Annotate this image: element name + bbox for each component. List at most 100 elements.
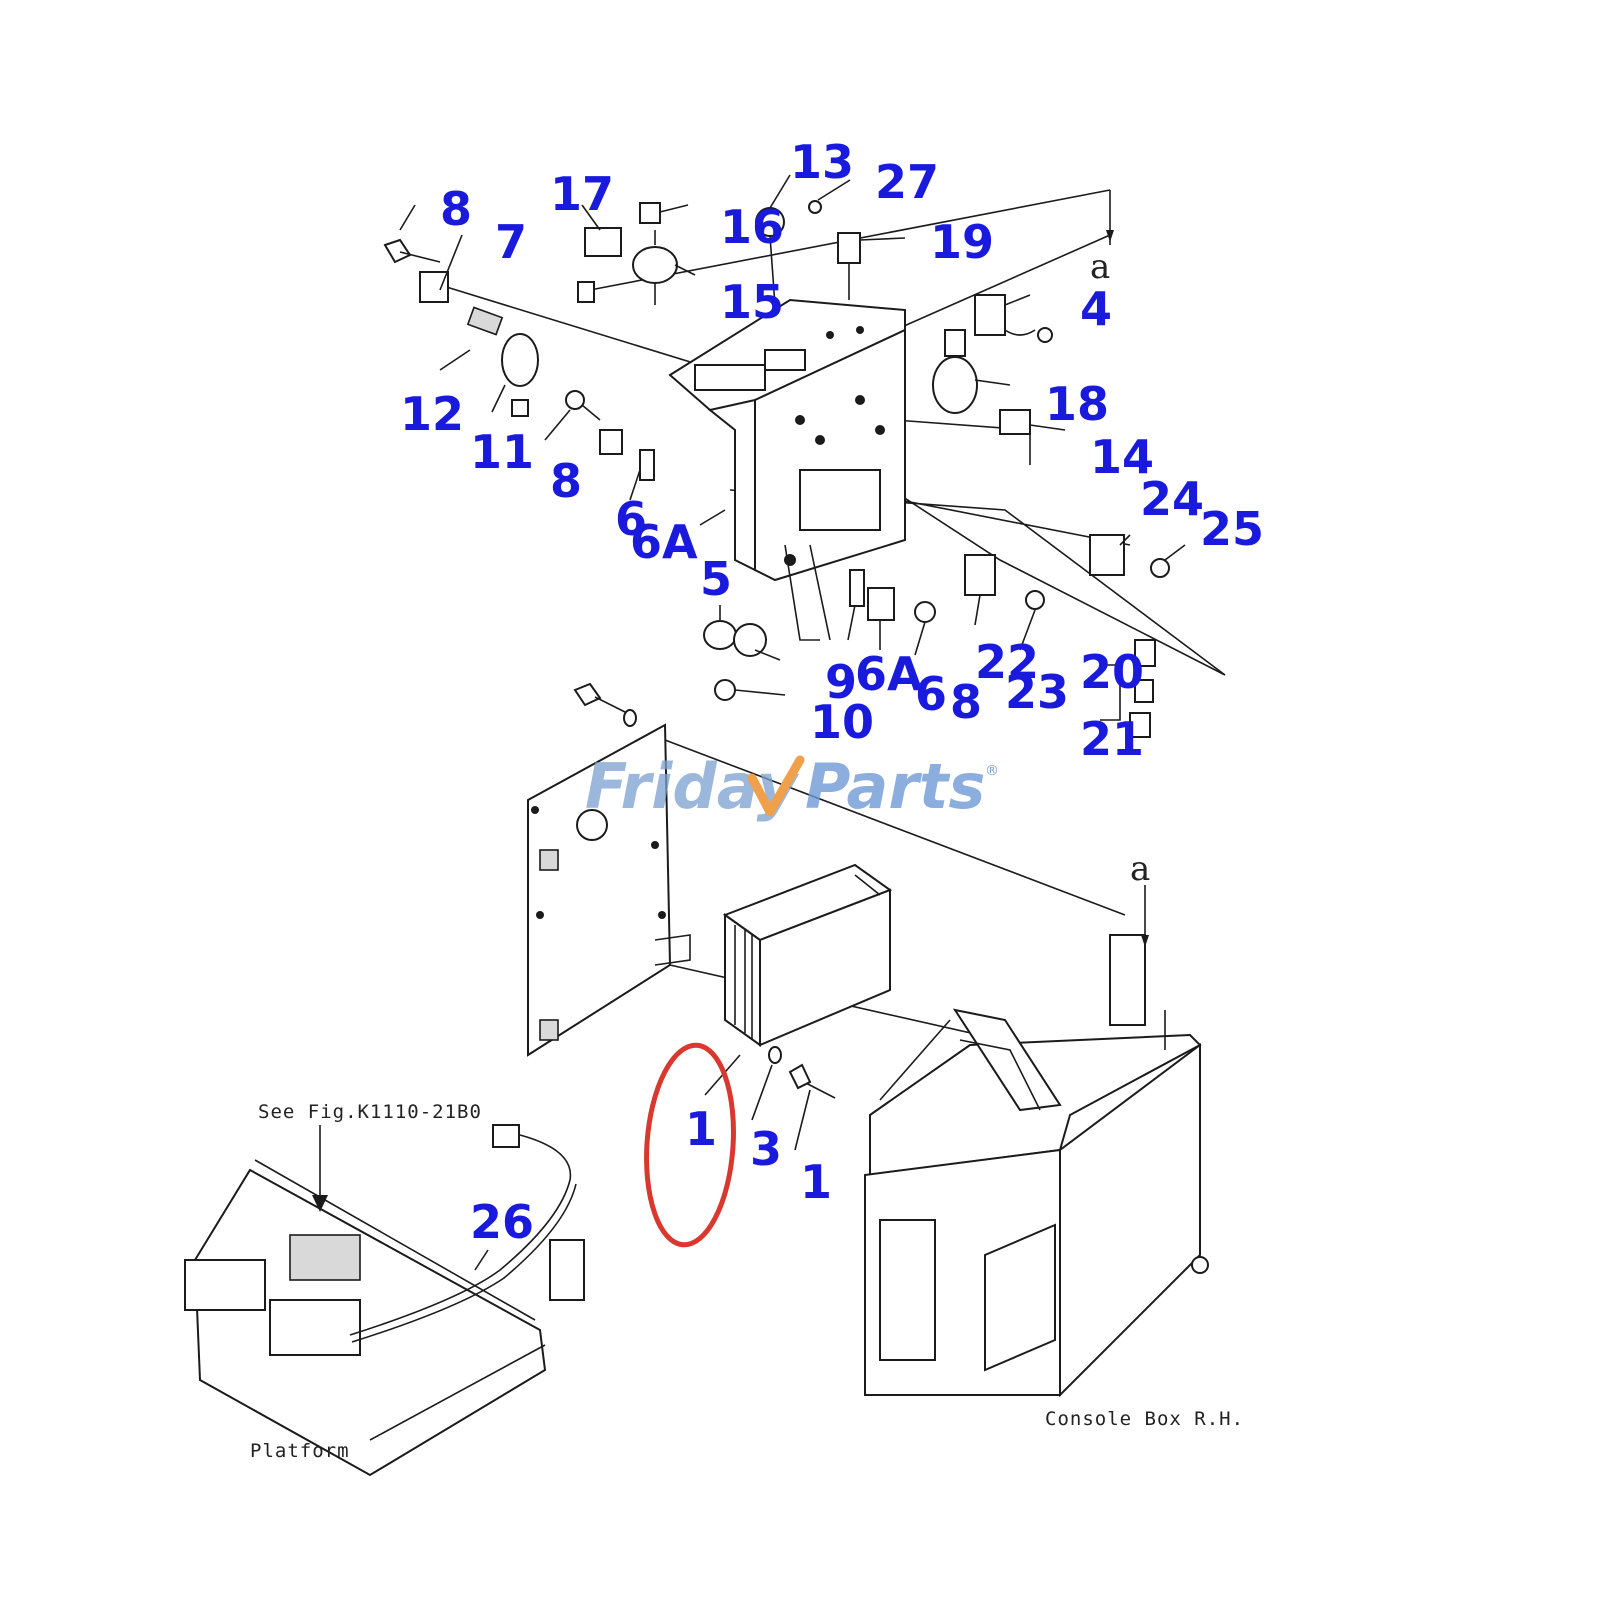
cover-panel-clip — [654, 934, 691, 966]
bracket-window — [799, 469, 881, 531]
note-console-box: Console Box R.H. — [1045, 1408, 1244, 1430]
relay-14 — [999, 409, 1031, 435]
callout-21: 21 — [1080, 712, 1144, 766]
callout-16: 16 — [720, 200, 784, 254]
note-platform: Platform — [250, 1440, 350, 1462]
callout-18: 18 — [1045, 377, 1109, 431]
callout-6: 6 — [615, 492, 647, 546]
callout-8-low: 8 — [950, 675, 982, 729]
connector-block-1 — [184, 1259, 266, 1311]
watermark-text-friday: Friday — [585, 750, 800, 823]
diode-9 — [703, 605, 767, 657]
callout-22: 22 — [975, 635, 1039, 689]
cover-panel-dot-1 — [531, 806, 539, 814]
callout-24: 24 — [1140, 472, 1204, 526]
cover-panel-dot-2 — [536, 911, 544, 919]
callout-8: 8 — [440, 182, 472, 236]
callout-6A-low: 6A — [855, 647, 923, 701]
screw-25 — [1150, 558, 1170, 578]
arrow-ref-a-bottom — [1141, 935, 1149, 947]
callout-25: 25 — [1200, 502, 1264, 556]
callout-6-low: 6 — [915, 667, 947, 721]
callout-9: 9 — [825, 655, 857, 709]
controller-unit — [722, 863, 893, 1047]
clip-6A — [639, 449, 655, 481]
leader-3 — [751, 1064, 773, 1121]
cover-panel-dot-4 — [658, 911, 666, 919]
bracket-hole-6 — [826, 331, 834, 339]
platform-surface — [193, 1168, 547, 1477]
harness-26-inner — [351, 1183, 577, 1343]
bolt-panel-top — [573, 682, 637, 727]
bracket-hole-1 — [795, 415, 805, 425]
console-box-opening-2 — [984, 1223, 1056, 1372]
bracket-hole-2 — [855, 395, 865, 405]
upper-assembly — [383, 174, 1226, 738]
connector-17 — [577, 281, 595, 303]
harness-26 — [349, 1134, 572, 1336]
reference-mark-a-top: a — [1090, 247, 1110, 287]
relay-22 — [964, 554, 996, 596]
mounting-bracket-side — [707, 398, 756, 572]
leader-26 — [474, 1249, 489, 1271]
buzzer-15 — [632, 230, 678, 305]
console-bracket-plate — [1109, 934, 1146, 1026]
relay-7 — [419, 271, 449, 303]
cover-panel-hole — [576, 809, 608, 841]
bracket-hole-3 — [815, 435, 825, 445]
horn-18 — [932, 329, 978, 414]
console-box-opening-1 — [879, 1219, 936, 1361]
callout-1-bolt: 1 — [800, 1155, 832, 1209]
callout-12: 12 — [400, 387, 464, 441]
watermark-logo: Friday Parts ® — [585, 750, 999, 823]
callout-10: 10 — [810, 695, 874, 749]
harness-plug-side — [549, 1239, 585, 1301]
callout-1-highlighted: 1 — [685, 1102, 717, 1156]
bracket-switch-block — [764, 349, 806, 371]
leader-lines-top — [399, 174, 1186, 696]
callout-13: 13 — [790, 135, 854, 189]
connector-block-2 — [269, 1299, 361, 1356]
connector-21 — [1129, 712, 1151, 738]
bracket-hole-5 — [784, 554, 796, 566]
console-box — [864, 885, 1209, 1398]
callout-15: 15 — [720, 275, 784, 329]
bracket-21 — [1100, 664, 1121, 721]
cover-panel-tab-2 — [539, 1019, 559, 1041]
console-foot — [1191, 1256, 1209, 1274]
switch-6 — [599, 429, 623, 455]
highlight-circle — [644, 1042, 736, 1248]
callout-labels: 8 7 17 13 27 16 19 15 4 12 11 18 8 14 6 … — [400, 135, 1264, 1249]
connector-6A-low — [849, 569, 865, 607]
bolt-10 — [714, 679, 736, 701]
guide-line-right — [894, 234, 1111, 331]
bracket-arm — [784, 544, 820, 641]
console-frame-bar-2 — [879, 1019, 951, 1101]
cover-panel-tab-1 — [539, 849, 559, 871]
bracket-terminal-strip — [694, 364, 766, 391]
platform-harness — [184, 1124, 585, 1477]
callout-7: 7 — [495, 215, 527, 269]
callout-26: 26 — [470, 1195, 534, 1249]
cap-16-top — [639, 202, 661, 224]
bolt-8-low — [914, 601, 936, 623]
bolt-23 — [1025, 590, 1045, 610]
arrow-ref-a-top — [1106, 230, 1114, 242]
console-box-side — [1059, 1043, 1201, 1398]
console-frame-bars — [959, 1039, 1041, 1111]
watermark-check-icon — [747, 755, 805, 817]
cover-panel-dot-3 — [651, 841, 659, 849]
callout-4: 4 — [1080, 282, 1112, 336]
bracket-hole-4 — [875, 425, 885, 435]
connector-block-3 — [289, 1234, 361, 1281]
note-see-fig: See Fig.K1110-21B0 — [258, 1101, 482, 1123]
switch-17 — [584, 227, 622, 257]
callout-14: 14 — [1090, 430, 1154, 484]
callout-8-mid: 8 — [550, 454, 582, 508]
watermark-text-parts: Parts — [805, 750, 985, 823]
relay-4 — [974, 294, 1053, 343]
callout-23: 23 — [1005, 665, 1069, 719]
bracket-arm-2 — [809, 544, 831, 641]
